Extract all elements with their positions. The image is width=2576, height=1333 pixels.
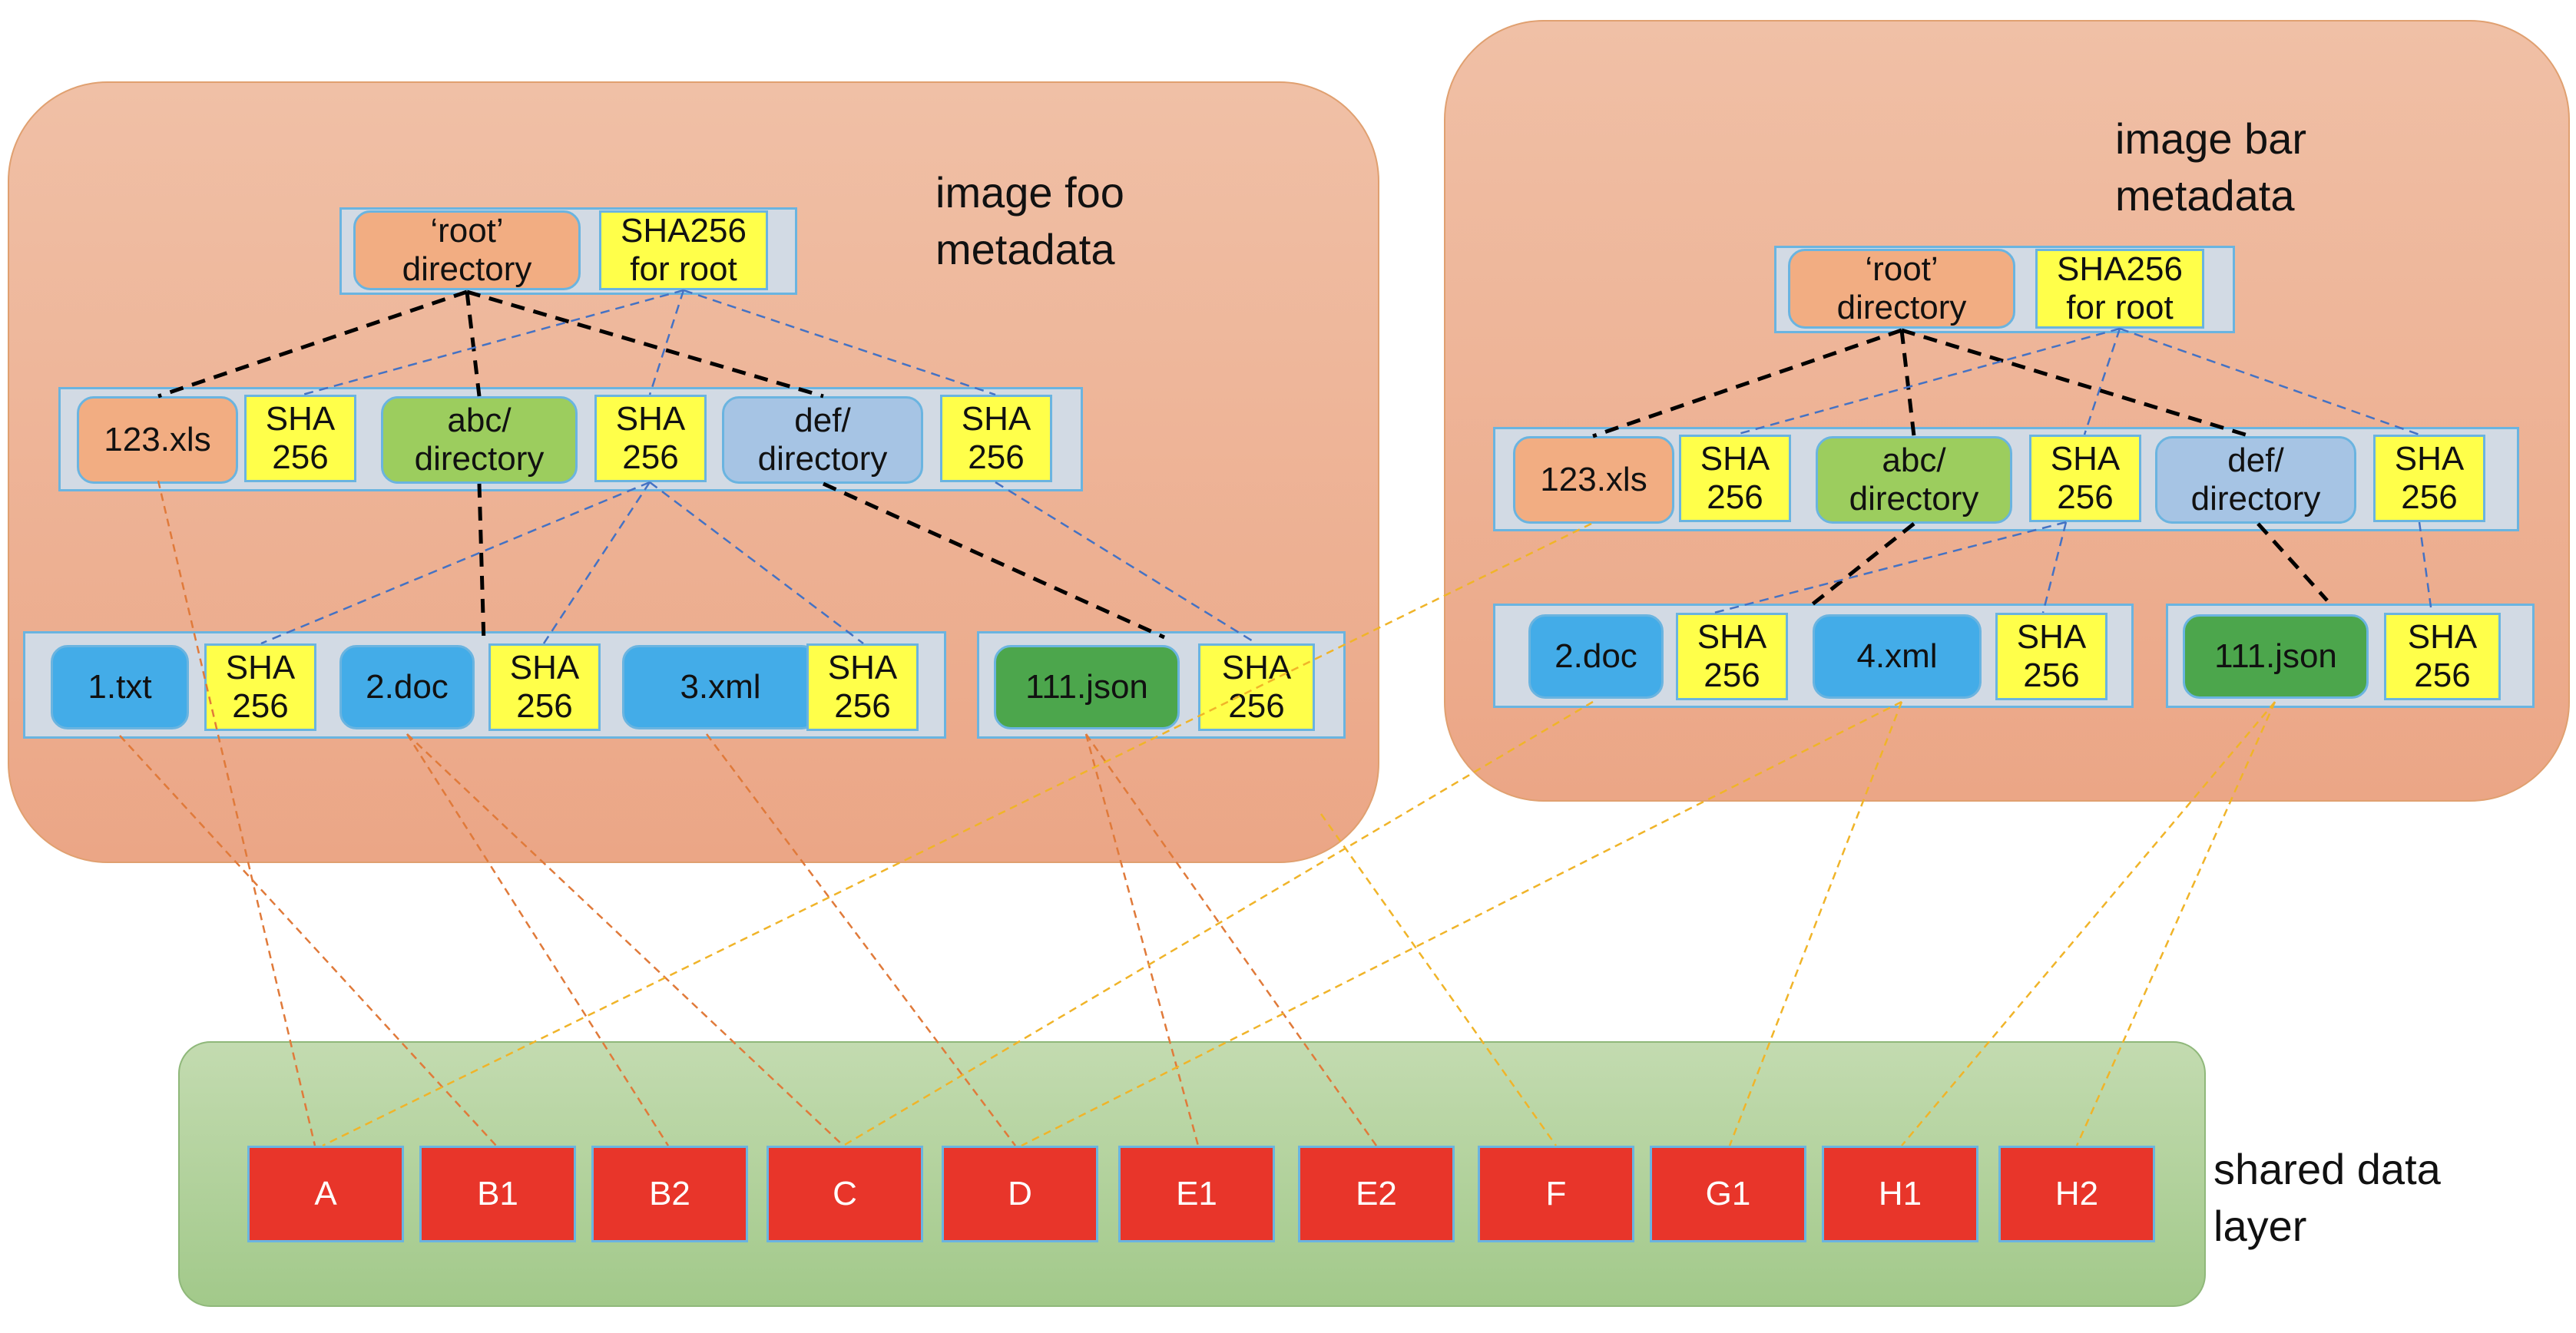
bar-file-111-json[interactable]: 111.json <box>2183 614 2369 699</box>
foo-abc-hash: SHA 256 <box>594 395 707 482</box>
foo-2-doc-hash: SHA 256 <box>488 643 601 731</box>
chunk-f: F <box>1478 1146 1634 1242</box>
chunk-h2: H2 <box>1998 1146 2155 1242</box>
foo-file-111-json[interactable]: 111.json <box>994 645 1180 729</box>
bar-def-hash: SHA 256 <box>2373 435 2485 522</box>
foo-file-1-txt[interactable]: 1.txt <box>51 645 189 729</box>
bar-file-123-xls[interactable]: 123.xls <box>1513 436 1674 524</box>
foo-hash-edges <box>260 289 1257 645</box>
bar-root-hash: SHA256 for root <box>2035 249 2204 329</box>
bar-tree-edges <box>1592 328 2329 608</box>
chunk-e2: E2 <box>1298 1146 1455 1242</box>
shared-data-layer-label: shared data layer <box>2213 1145 2441 1250</box>
chunk-b1: B1 <box>419 1146 576 1242</box>
bar-4-xml-hash: SHA 256 <box>1995 613 2107 700</box>
chunk-b2: B2 <box>591 1146 748 1242</box>
chunk-a: A <box>247 1146 404 1242</box>
chunk-c: C <box>767 1146 923 1242</box>
bar-root-directory[interactable]: ‘root’ directory <box>1788 249 2015 329</box>
bar-file-2-doc[interactable]: 2.doc <box>1528 614 1664 699</box>
bar-abc-directory[interactable]: abc/ directory <box>1816 436 2012 524</box>
foo-abc-directory[interactable]: abc/ directory <box>381 396 578 484</box>
chunk-g1: G1 <box>1650 1146 1806 1242</box>
bar-111-json-hash: SHA 256 <box>2384 613 2501 700</box>
bar-abc-hash: SHA 256 <box>2029 435 2141 522</box>
chunk-d: D <box>942 1146 1098 1242</box>
foo-chunk-edges <box>119 480 1378 1146</box>
bar-123-xls-hash: SHA 256 <box>1679 435 1791 522</box>
image-bar-title: image bar metadata <box>2115 114 2307 220</box>
chunk-e1: E1 <box>1118 1146 1275 1242</box>
foo-def-hash: SHA 256 <box>940 395 1052 482</box>
foo-file-123-xls[interactable]: 123.xls <box>77 396 238 484</box>
foo-file-3-xml[interactable]: 3.xml <box>622 645 819 729</box>
foo-tree-edges <box>157 289 1166 644</box>
bar-2-doc-hash: SHA 256 <box>1676 613 1788 700</box>
bar-hash-edges <box>1713 327 2433 614</box>
foo-1-txt-hash: SHA 256 <box>204 643 316 731</box>
foo-root-hash: SHA256 for root <box>599 210 768 290</box>
bar-chunk-edges <box>322 522 2276 1147</box>
bar-def-directory[interactable]: def/ directory <box>2155 436 2356 524</box>
image-foo-title: image foo metadata <box>935 168 1124 273</box>
foo-file-2-doc[interactable]: 2.doc <box>339 645 475 729</box>
foo-root-directory[interactable]: ‘root’ directory <box>353 210 581 290</box>
chunk-h1: H1 <box>1822 1146 1978 1242</box>
foo-def-directory[interactable]: def/ directory <box>722 396 923 484</box>
bar-file-4-xml[interactable]: 4.xml <box>1813 614 1982 699</box>
foo-3-xml-hash: SHA 256 <box>806 643 919 731</box>
foo-123-xls-hash: SHA 256 <box>244 395 356 482</box>
